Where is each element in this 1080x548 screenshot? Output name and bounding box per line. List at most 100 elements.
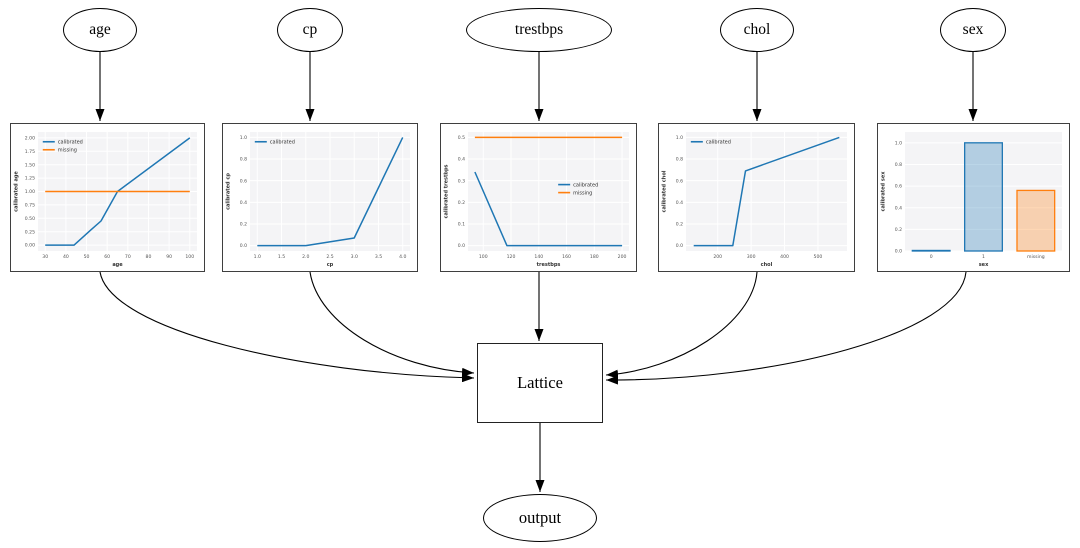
svg-text:calibrated sex: calibrated sex	[881, 171, 887, 212]
svg-text:1: 1	[982, 254, 985, 260]
svg-text:1.75: 1.75	[25, 149, 35, 155]
svg-text:0: 0	[930, 254, 933, 260]
svg-text:trestbps: trestbps	[537, 262, 561, 268]
svg-text:50: 50	[84, 254, 90, 260]
edge-sex-calibrator-to-lattice	[605, 271, 967, 385]
svg-text:180: 180	[590, 254, 599, 260]
feature-node-trestbps: trestbps	[466, 8, 612, 52]
svg-text:sex: sex	[979, 262, 989, 268]
svg-text:100: 100	[185, 254, 194, 260]
output-node: output	[483, 494, 597, 542]
svg-text:200: 200	[713, 254, 722, 260]
svg-text:140: 140	[534, 254, 543, 260]
svg-text:0.4: 0.4	[895, 205, 902, 211]
svg-text:0.25: 0.25	[25, 229, 35, 235]
feature-node-age: age	[63, 8, 137, 52]
svg-text:calibrated: calibrated	[573, 182, 598, 188]
svg-text:2.5: 2.5	[326, 254, 333, 260]
svg-text:400: 400	[780, 254, 789, 260]
svg-text:0.2: 0.2	[240, 222, 247, 228]
svg-text:1.0: 1.0	[254, 254, 261, 260]
svg-text:chol: chol	[761, 262, 773, 268]
svg-text:0.8: 0.8	[240, 157, 247, 163]
svg-text:0.6: 0.6	[676, 178, 683, 184]
svg-text:1.5: 1.5	[278, 254, 285, 260]
svg-text:calibrated: calibrated	[270, 140, 295, 146]
output-node-label: output	[518, 508, 562, 527]
svg-text:0.75: 0.75	[25, 203, 35, 209]
svg-text:0.00: 0.00	[25, 243, 35, 249]
svg-text:0.4: 0.4	[458, 157, 465, 163]
calibration-chart-chol: 200 300 400 500 0.0 0.2 0.4 0.6 0.8 1.0 chol calibr…	[658, 123, 855, 272]
svg-text:0.50: 0.50	[25, 216, 35, 222]
feature-node-chol: chol	[720, 8, 794, 52]
svg-text:300: 300	[747, 254, 756, 260]
svg-text:0.0: 0.0	[240, 243, 247, 249]
svg-text:80: 80	[146, 254, 152, 260]
svg-text:0.0: 0.0	[676, 243, 683, 249]
svg-text:1.50: 1.50	[25, 162, 35, 168]
svg-text:calibrated chol: calibrated chol	[662, 170, 668, 212]
feature-node-label: sex	[962, 21, 984, 38]
svg-text:0.8: 0.8	[895, 162, 902, 168]
svg-text:1.0: 1.0	[676, 135, 683, 141]
svg-text:0.0: 0.0	[458, 243, 465, 249]
svg-text:0.2: 0.2	[676, 222, 683, 228]
svg-text:0.0: 0.0	[895, 249, 902, 255]
svg-text:0.2: 0.2	[895, 227, 902, 233]
svg-text:160: 160	[562, 254, 571, 260]
feature-node-label: chol	[743, 21, 771, 38]
feature-node-label: age	[89, 21, 111, 38]
lattice-node: Lattice	[477, 343, 603, 423]
svg-text:calibrated cp: calibrated cp	[226, 173, 232, 210]
edge-cp-calibrator-to-lattice	[309, 271, 475, 377]
svg-text:0.5: 0.5	[458, 135, 465, 141]
svg-text:calibrated: calibrated	[706, 140, 731, 146]
svg-text:0.4: 0.4	[240, 200, 247, 206]
svg-text:calibrated age: calibrated age	[14, 171, 20, 212]
svg-text:100: 100	[479, 254, 488, 260]
svg-text:1.00: 1.00	[25, 189, 35, 195]
svg-text:60: 60	[104, 254, 110, 260]
svg-text:200: 200	[618, 254, 627, 260]
svg-text:3.0: 3.0	[351, 254, 358, 260]
svg-text:2.00: 2.00	[25, 135, 35, 141]
feature-node-cp: cp	[277, 8, 343, 52]
svg-text:age: age	[112, 262, 123, 268]
svg-text:calibrated trestbps: calibrated trestbps	[444, 164, 450, 218]
svg-text:missing: missing	[58, 148, 77, 154]
svg-text:missing: missing	[1027, 254, 1045, 260]
svg-text:0.4: 0.4	[676, 200, 683, 206]
lattice-node-label: Lattice	[517, 373, 563, 392]
svg-text:30: 30	[42, 254, 48, 260]
calibration-chart-age: 30 40 50 60 70 80 90 100 0.00 0.25 0.50 0.75 1.00 1.2…	[10, 123, 205, 272]
svg-text:0.8: 0.8	[676, 157, 683, 163]
svg-text:1.25: 1.25	[25, 176, 35, 182]
svg-text:cp: cp	[327, 262, 334, 268]
svg-text:70: 70	[125, 254, 131, 260]
svg-text:1.0: 1.0	[240, 135, 247, 141]
edge-chol-calibrator-to-lattice	[605, 271, 758, 379]
edge-age-calibrator-to-lattice	[99, 271, 475, 383]
feature-node-label: cp	[302, 21, 318, 38]
svg-text:0.3: 0.3	[458, 178, 465, 184]
svg-text:0.2: 0.2	[458, 200, 465, 206]
svg-text:4.0: 4.0	[399, 254, 406, 260]
svg-text:90: 90	[166, 254, 172, 260]
svg-text:0.1: 0.1	[458, 222, 465, 228]
svg-text:missing: missing	[573, 190, 592, 196]
svg-text:500: 500	[814, 254, 823, 260]
svg-text:120: 120	[507, 254, 516, 260]
feature-node-label: trestbps	[514, 21, 564, 38]
feature-node-sex: sex	[940, 8, 1006, 52]
calibration-chart-trestbps: 100 120 140 160 180 200 0.0 0.1 0.2 0.3 0.4 0.5 tres…	[440, 123, 637, 272]
svg-text:2.0: 2.0	[302, 254, 309, 260]
svg-text:1.0: 1.0	[895, 140, 902, 146]
svg-text:calibrated: calibrated	[58, 140, 83, 146]
svg-text:40: 40	[63, 254, 69, 260]
svg-text:3.5: 3.5	[375, 254, 382, 260]
